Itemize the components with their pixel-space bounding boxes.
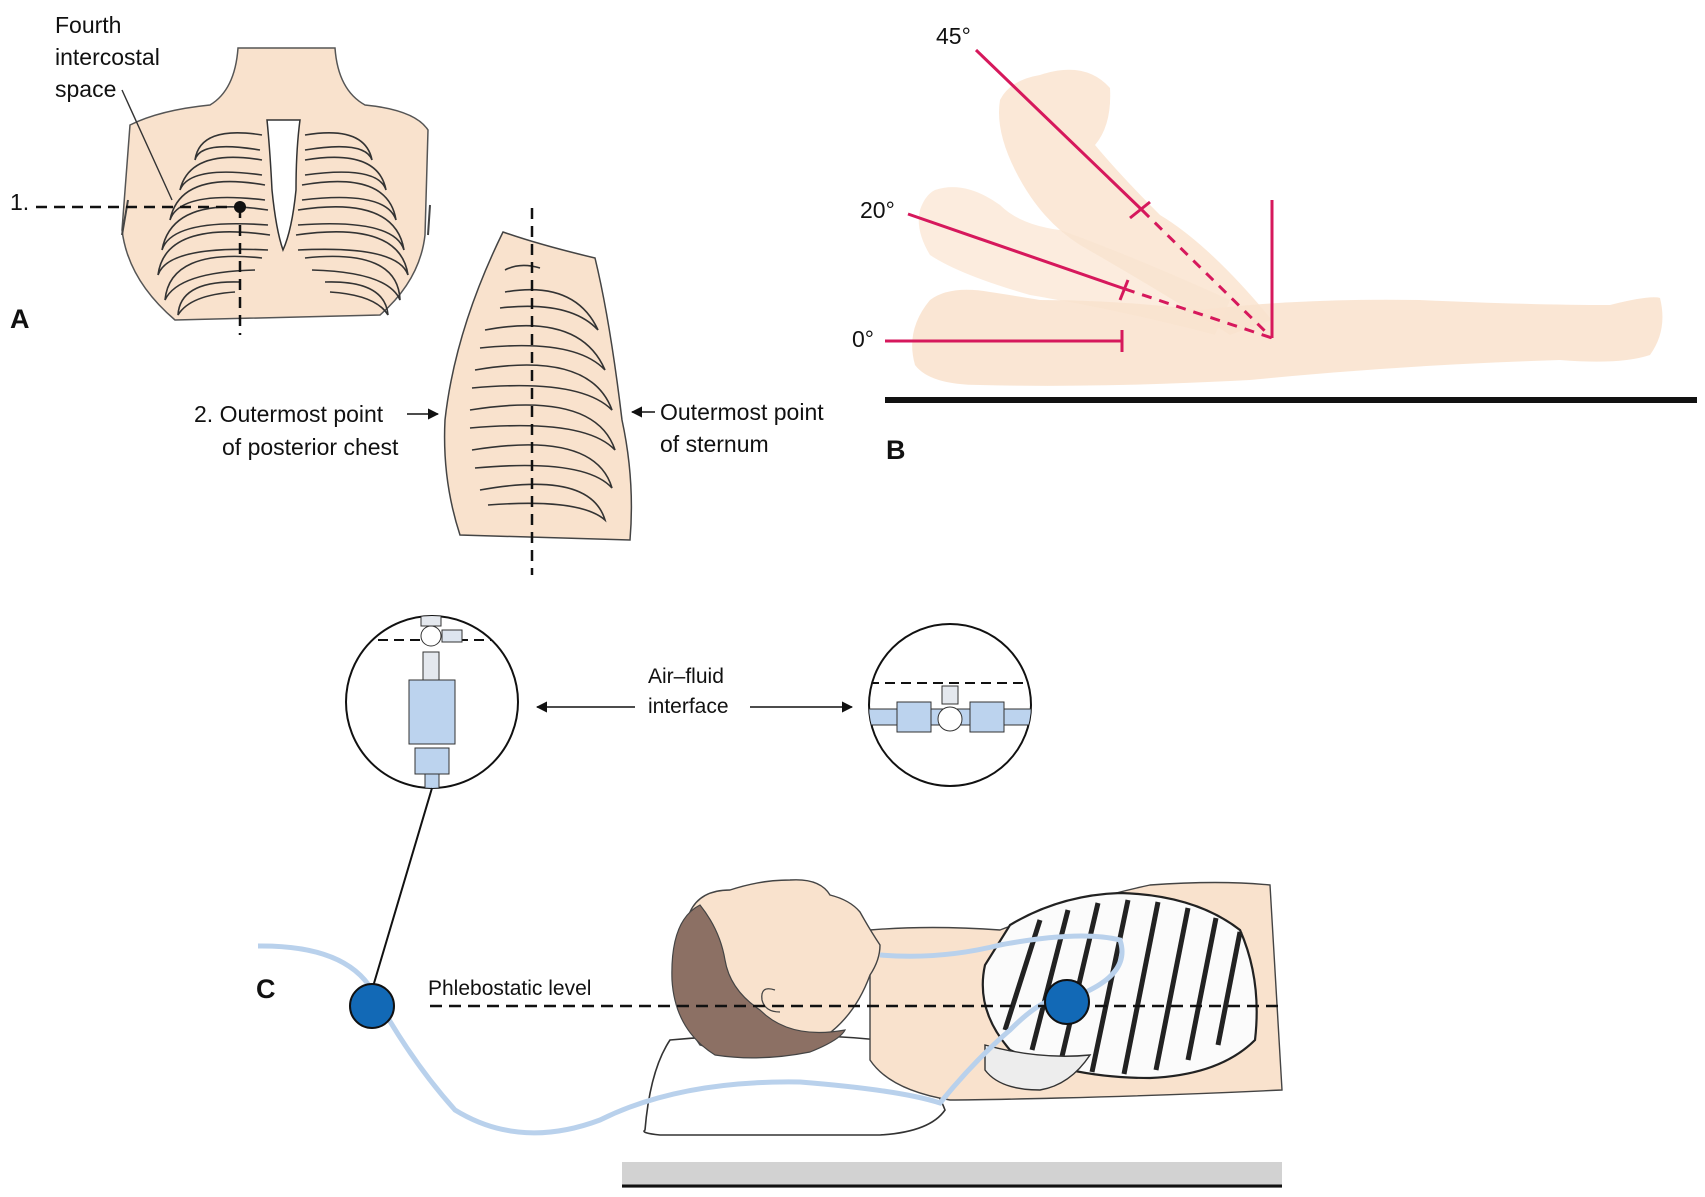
panel-a-letter: A xyxy=(10,304,30,334)
panel-c-letter: C xyxy=(256,974,276,1004)
magnified-stopcock-vertical xyxy=(345,615,519,789)
angle-45-label: 45° xyxy=(936,23,971,49)
panel-b-letter: B xyxy=(886,435,906,465)
angle-20-label: 20° xyxy=(860,197,895,223)
angle-lines xyxy=(885,48,1274,352)
front-chest-illustration xyxy=(36,47,431,335)
intersection-point xyxy=(234,201,246,213)
panel-b: 45° 20° 0° B xyxy=(852,23,1697,465)
fourth-intercostal-label-1: Fourth xyxy=(55,12,121,38)
lens-leader-line xyxy=(371,787,433,991)
right-atrium-marker xyxy=(1044,979,1090,1025)
air-fluid-label-2: interface xyxy=(648,695,729,718)
angle-0-label: 0° xyxy=(852,326,874,352)
air-fluid-label-1: Air–fluid xyxy=(648,665,724,688)
leader-line xyxy=(121,89,173,201)
reclining-figures xyxy=(912,69,1663,386)
rib-cage-right xyxy=(295,132,409,316)
magnified-stopcock-horizontal xyxy=(868,623,1032,787)
posterior-label-1: 2. Outermost point xyxy=(194,401,384,427)
external-transducer xyxy=(349,983,395,1029)
fourth-intercostal-label-3: space xyxy=(55,76,116,102)
sternum-label-1: Outermost point xyxy=(660,399,824,425)
bed-mattress xyxy=(622,1162,1282,1188)
panel-a: Fourth intercostal space 1. A 2. Outermo… xyxy=(10,12,824,575)
fourth-intercostal-label-2: intercostal xyxy=(55,44,160,70)
step-1-label: 1. xyxy=(10,189,29,215)
phlebostatic-level-label: Phlebostatic level xyxy=(428,977,591,1000)
posterior-label-2: of posterior chest xyxy=(222,434,399,460)
panel-c: Air–fluid interface xyxy=(256,615,1283,1188)
lateral-chest-illustration xyxy=(443,208,633,575)
sternum-label-2: of sternum xyxy=(660,431,769,457)
